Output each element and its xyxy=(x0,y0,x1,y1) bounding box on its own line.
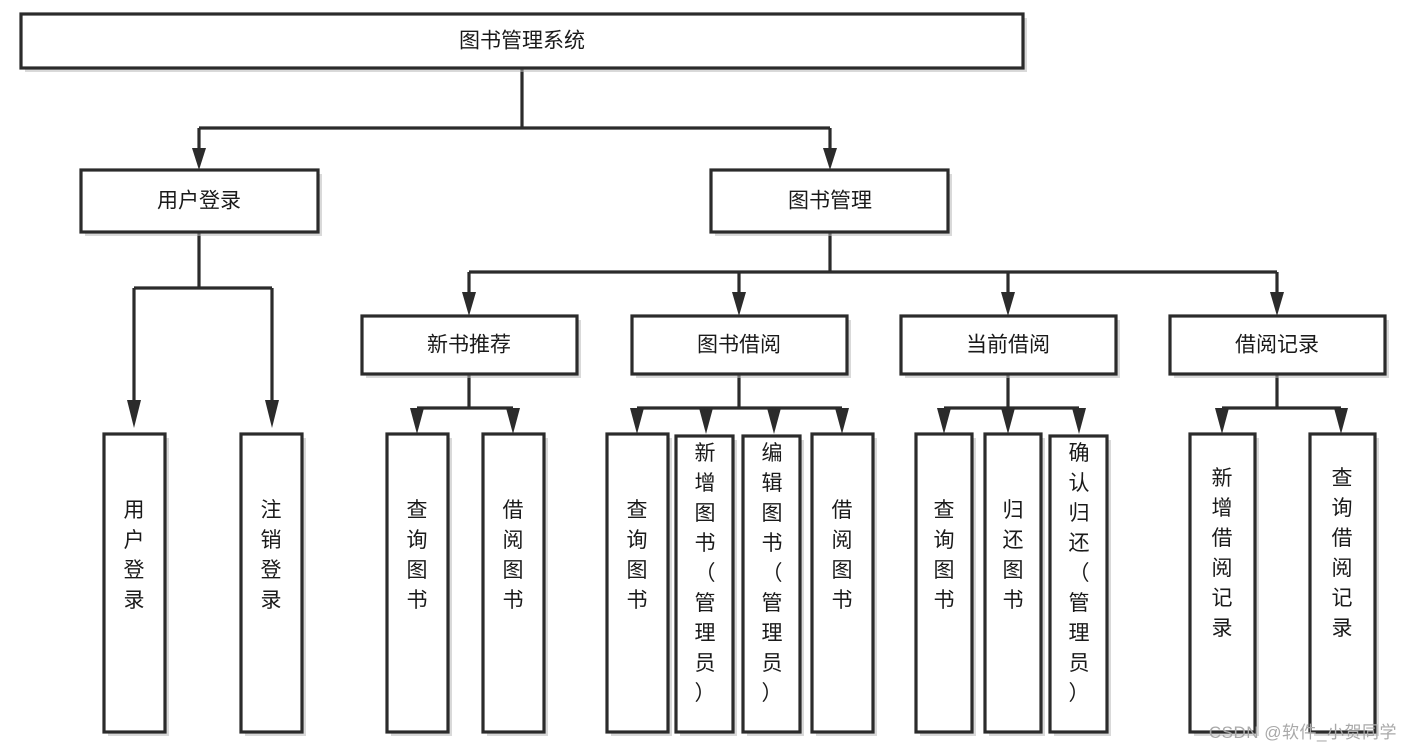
node-root-label: 图书管理系统 xyxy=(459,30,585,53)
node-book-borrow[interactable]: 图书借阅 xyxy=(630,314,851,378)
leaf-borrow-edit-book-label: 编辑图书（管理员） xyxy=(762,442,783,705)
node-book-borrow-label: 图书借阅 xyxy=(697,334,781,357)
leaf-record-query[interactable]: 查询借阅记录 xyxy=(1308,432,1379,736)
node-new-book-recommend[interactable]: 新书推荐 xyxy=(360,314,581,378)
node-root[interactable]: 图书管理系统 xyxy=(19,12,1027,72)
arrow-root-to-user xyxy=(192,148,206,170)
leaf-recommend-query-book[interactable]: 查询图书 xyxy=(385,432,452,736)
leaf-record-add[interactable]: 新增借阅记录 xyxy=(1188,432,1259,736)
leaf-borrow-query-book-label: 查询图书 xyxy=(627,499,648,612)
leaf-current-return-book-label: 归还图书 xyxy=(1003,499,1024,612)
leaf-borrow-borrow-book[interactable]: 借阅图书 xyxy=(810,432,877,736)
leaf-borrow-add-book[interactable]: 新增图书（管理员） xyxy=(674,434,737,736)
leaf-user-logout[interactable]: 注销登录 xyxy=(239,432,306,736)
node-book-management[interactable]: 图书管理 xyxy=(709,168,952,236)
leaf-user-logout-label: 注销登录 xyxy=(261,499,282,612)
arrow-current-l2 xyxy=(1001,408,1015,434)
arrow-current-l3 xyxy=(1072,408,1086,434)
leaf-current-query-book[interactable]: 查询图书 xyxy=(914,432,976,736)
leaf-record-add-label: 新增借阅记录 xyxy=(1212,467,1233,640)
arrow-root-to-book xyxy=(823,148,837,170)
leaf-recommend-borrow-book[interactable]: 借阅图书 xyxy=(481,432,548,736)
leaf-current-confirm-return[interactable]: 确认归还（管理员） xyxy=(1048,434,1111,736)
arrow-borrow-l1 xyxy=(630,408,644,434)
leaf-record-query-label: 查询借阅记录 xyxy=(1332,467,1353,640)
node-new-book-recommend-label: 新书推荐 xyxy=(427,334,511,357)
node-user-login-label: 用户登录 xyxy=(157,190,241,213)
leaf-borrow-edit-book[interactable]: 编辑图书（管理员） xyxy=(741,434,804,736)
leaf-borrow-query-book[interactable]: 查询图书 xyxy=(605,432,672,736)
leaf-borrow-add-book-label: 新增图书（管理员） xyxy=(695,442,716,705)
csdn-watermark: CSDN @软件_小贺同学 xyxy=(1208,723,1397,742)
arrow-user-leaf1 xyxy=(127,400,141,428)
node-borrow-record-label: 借阅记录 xyxy=(1235,334,1319,357)
leaf-recommend-query-book-label: 查询图书 xyxy=(407,499,428,612)
arrow-user-leaf2 xyxy=(265,400,279,428)
node-current-borrow[interactable]: 当前借阅 xyxy=(899,314,1120,378)
arrow-current-l1 xyxy=(937,408,951,434)
node-book-management-label: 图书管理 xyxy=(788,190,872,213)
node-current-borrow-label: 当前借阅 xyxy=(966,334,1050,357)
arrow-record-l2 xyxy=(1334,408,1348,434)
arrow-newbook-l2 xyxy=(506,408,520,434)
arrow-book-c4 xyxy=(1270,292,1284,316)
connector-layer xyxy=(127,68,1348,434)
arrow-borrow-l4 xyxy=(835,408,849,434)
arrow-book-c3 xyxy=(1001,292,1015,316)
arrow-newbook-l1 xyxy=(410,408,424,434)
arrow-book-c1 xyxy=(462,292,476,316)
node-borrow-record[interactable]: 借阅记录 xyxy=(1168,314,1389,378)
arrow-record-l1 xyxy=(1215,408,1229,434)
node-user-login[interactable]: 用户登录 xyxy=(79,168,322,236)
leaf-current-confirm-return-label: 确认归还（管理员） xyxy=(1069,442,1090,705)
leaf-user-login-1-label: 用户登录 xyxy=(124,499,145,612)
arrow-book-c2 xyxy=(732,292,746,316)
leaf-user-login-1[interactable]: 用户登录 xyxy=(102,432,169,736)
leaf-current-query-book-label: 查询图书 xyxy=(934,499,955,612)
arrow-borrow-l3 xyxy=(767,408,781,434)
leaf-current-return-book[interactable]: 归还图书 xyxy=(983,432,1045,736)
leaf-recommend-borrow-book-label: 借阅图书 xyxy=(503,499,524,612)
arrow-borrow-l2 xyxy=(699,408,713,434)
leaf-borrow-borrow-book-label: 借阅图书 xyxy=(832,499,853,612)
